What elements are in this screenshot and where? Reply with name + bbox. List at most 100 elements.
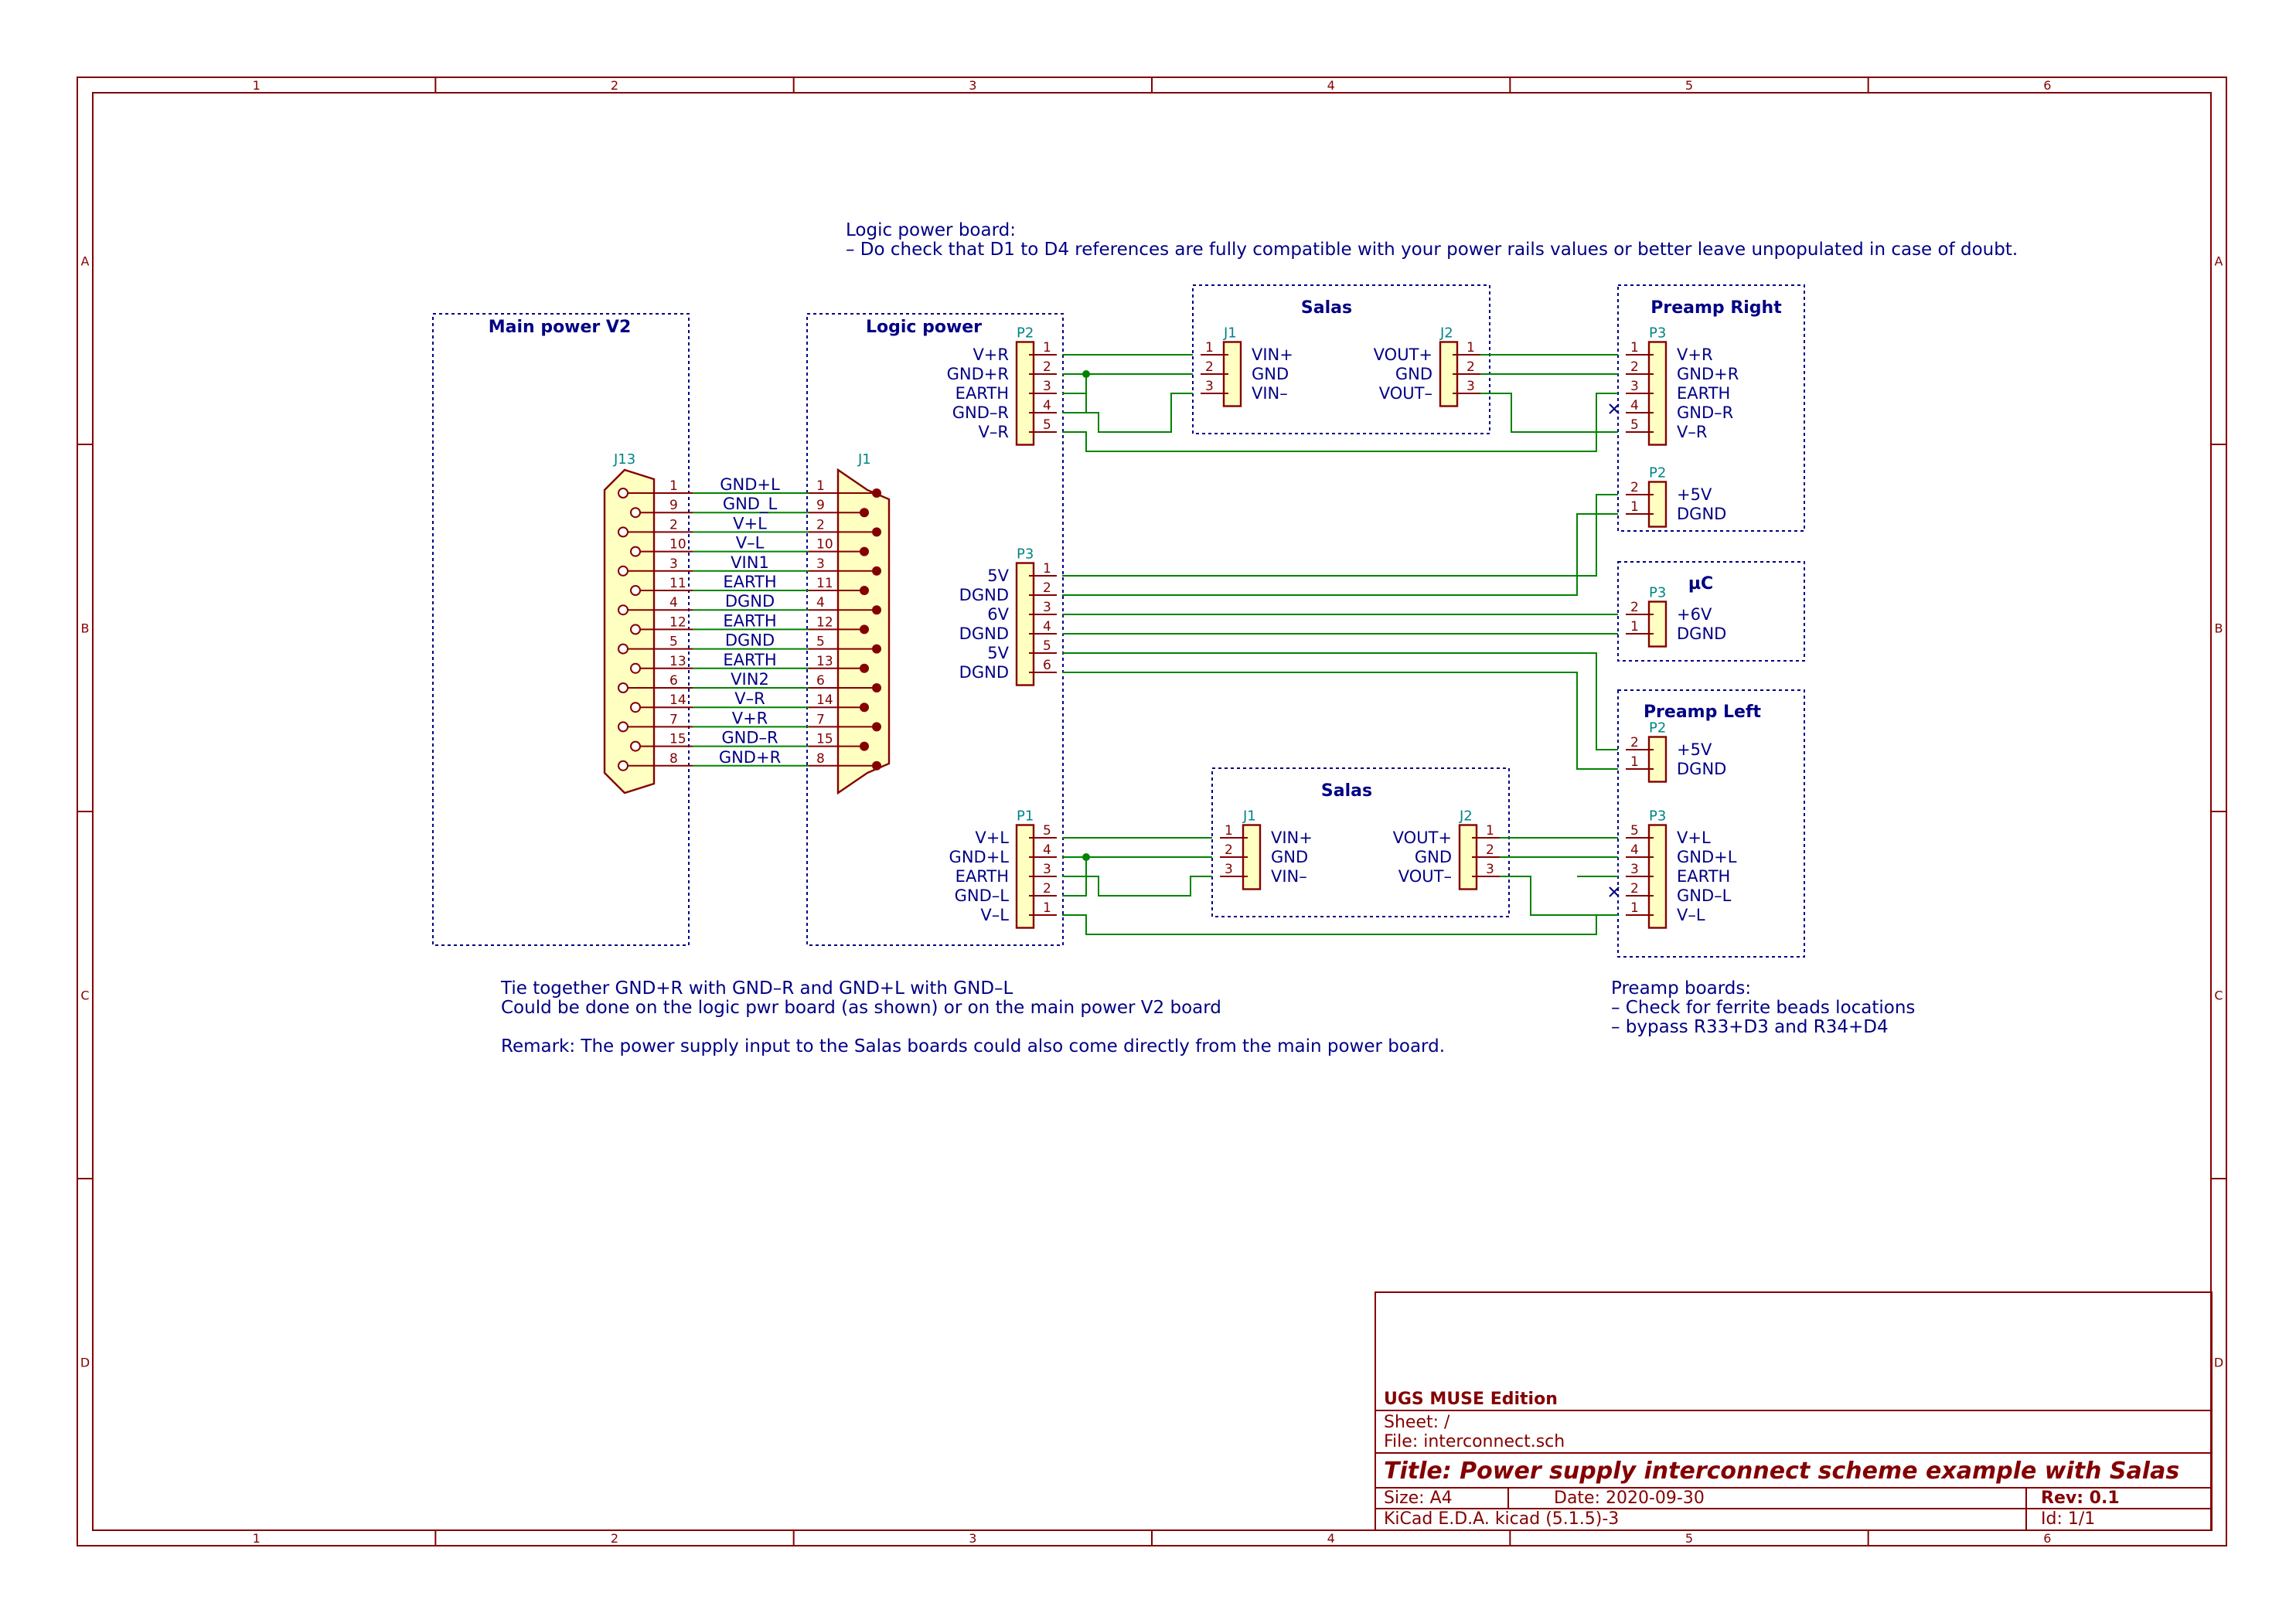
db15-row: 3 3 VIN1 (618, 553, 881, 577)
pin-label: DGND (1677, 760, 1726, 778)
db15-pin-right: 6 (816, 673, 825, 689)
wires (1062, 354, 1620, 935)
pin-number: 1 (1205, 340, 1214, 356)
sheet-title-preamp-right: Preamp Right (1650, 298, 1782, 318)
tie-note-2: Could be done on the logic pwr board (as… (501, 998, 1221, 1018)
db15-signal: V+R (732, 709, 768, 727)
logic-p1-ref: P1 (1017, 808, 1034, 825)
pin-label: 5V (987, 567, 1009, 585)
tb-size: Size: A4 (1384, 1489, 1453, 1508)
pl-p3-ref: P3 (1649, 808, 1666, 825)
pin-number: 2 (1467, 359, 1475, 375)
uc-p3-ref: P3 (1649, 585, 1666, 601)
pin-number: 1 (1043, 561, 1051, 577)
hierarchical-sheets: Main power V2 Logic power Salas Salas Pr… (432, 284, 1805, 958)
db15-signal: GND_L (723, 495, 778, 514)
db15-pin-left: 10 (669, 537, 686, 553)
db15-pin-left: 8 (669, 751, 678, 767)
pin-number: 1 (1043, 340, 1051, 356)
pin-number: 4 (1630, 398, 1639, 413)
db15-pin-left: 4 (669, 595, 678, 611)
db15-pin-left: 9 (669, 498, 678, 513)
j1-db15-ref: J1 (857, 451, 871, 468)
db15-signal: VIN1 (731, 553, 769, 572)
db15-pin-left: 12 (669, 614, 686, 630)
pin-label: +6V (1677, 605, 1712, 624)
pin-number: 4 (1043, 398, 1051, 413)
db15-pin-right: 11 (816, 576, 833, 591)
pin-label: GND+L (949, 848, 1010, 866)
db15-signal: EARTH (723, 611, 776, 630)
frame-col-label-top: 5 (1685, 78, 1693, 93)
db15-signal: V–L (736, 534, 765, 553)
sheet-title-salas-top: Salas (1301, 298, 1352, 318)
db15-pin-left: 3 (669, 556, 678, 572)
db15-pin-right: 4 (816, 595, 825, 611)
pin-number: 5 (1043, 638, 1051, 654)
pin-number: 2 (1225, 842, 1233, 858)
salas-bot-j1-ref: J1 (1242, 808, 1256, 825)
db15-pin-right: 3 (816, 556, 825, 572)
db15-pin-right: 1 (816, 478, 825, 494)
salas-bot-j2-ref: J2 (1459, 808, 1473, 825)
sheet-title-logic-power: Logic power (866, 318, 982, 337)
pin-label: V–R (1677, 423, 1707, 441)
pin-label: GND (1252, 365, 1289, 383)
db15-pin-left: 1 (669, 478, 678, 494)
sheet-box-uc (1617, 561, 1805, 662)
pl-p2-ref: P2 (1649, 720, 1666, 737)
pin-number: 5 (1630, 823, 1639, 839)
pin-label: VOUT– (1398, 867, 1452, 886)
sheet-box-salas-top (1192, 284, 1490, 434)
pin-label: VOUT– (1379, 384, 1432, 403)
title-block: UGS MUSE Edition Sheet: / File: intercon… (1375, 1291, 2213, 1531)
pin-number: 2 (1630, 735, 1639, 750)
frame-row-label-left: C (80, 988, 89, 1003)
db15-pin-left: 7 (669, 712, 678, 727)
frame-col-label-top: 1 (253, 78, 261, 93)
db15-signal: VIN2 (731, 670, 769, 689)
pin-label: 5V (987, 644, 1009, 662)
frame-col-label-bottom: 1 (253, 1531, 261, 1546)
pin-number: 2 (1486, 842, 1494, 858)
db15-pin-left: 11 (669, 576, 686, 591)
pin-number: 3 (1630, 862, 1639, 877)
tb-edition: UGS MUSE Edition (1384, 1390, 1558, 1409)
pin-label: GND+R (947, 365, 1009, 383)
pin-label: VIN– (1271, 867, 1307, 886)
pin-label: V+L (975, 829, 1009, 847)
pin-number: 3 (1043, 600, 1051, 615)
db15-signal: GND–R (721, 729, 778, 747)
db15-signal: GND+R (719, 748, 781, 767)
sheet-box-salas-bottom (1211, 767, 1510, 917)
pin-label: EARTH (1677, 384, 1730, 403)
frame-row-label-right: B (2215, 621, 2223, 636)
db15-signal: GND+L (720, 475, 780, 494)
pin-label: GND (1271, 848, 1308, 866)
pin-number: 2 (1630, 600, 1639, 615)
pin-label: DGND (959, 663, 1009, 682)
pin-number: 3 (1205, 379, 1214, 394)
db15-pin-right: 14 (816, 692, 833, 708)
logic-p3-ref: P3 (1017, 546, 1034, 563)
frame-col-label-top: 4 (1327, 78, 1335, 93)
tb-id: Id: 1/1 (2041, 1509, 2095, 1529)
pin-label: EARTH (956, 384, 1009, 403)
pin-number: 5 (1630, 417, 1639, 433)
pin-number: 4 (1043, 842, 1051, 858)
pin-label: GND (1415, 848, 1452, 866)
